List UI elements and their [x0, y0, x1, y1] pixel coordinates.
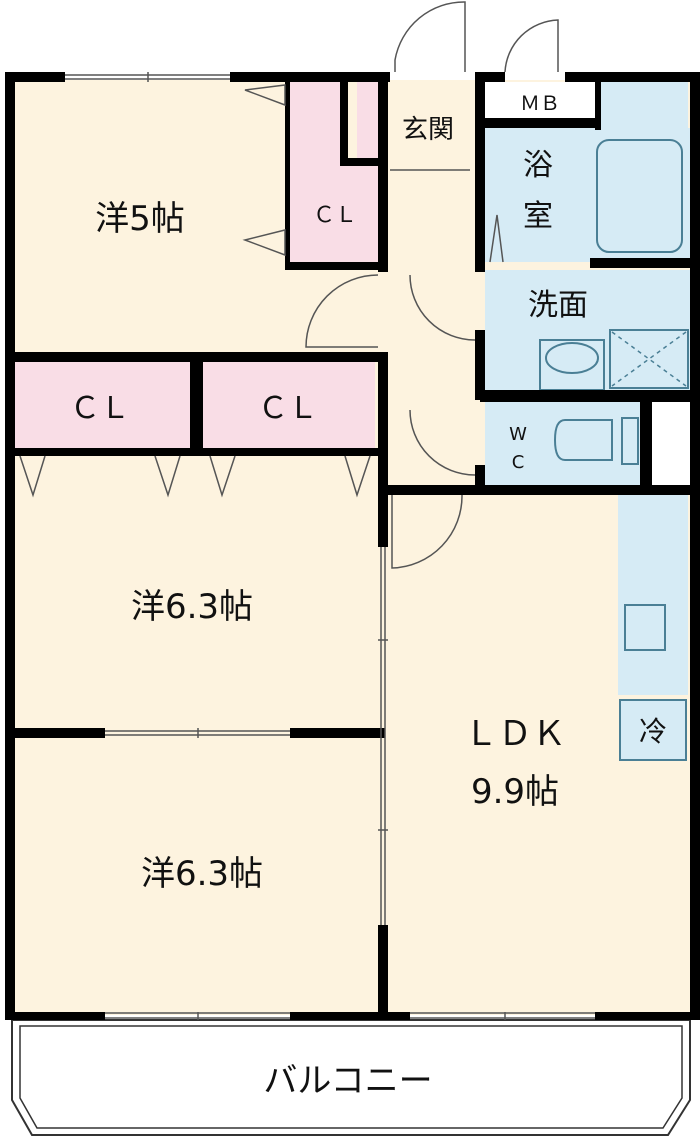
- closet-right: [203, 362, 375, 448]
- closet-top: [288, 82, 380, 264]
- sink: [624, 604, 666, 651]
- room-label-entrance: 玄関: [402, 115, 454, 145]
- room-label-washroom: 洗面: [528, 288, 588, 323]
- meter-box: [485, 82, 595, 118]
- room-label-western-63-upper: 洋6.3帖: [131, 587, 253, 627]
- room-label-bath-2: 室: [523, 199, 553, 234]
- room-size-ldk: 9.9帖: [471, 772, 559, 812]
- room-label-wc-1: W: [509, 424, 527, 445]
- room-label-western-63-lower: 洋6.3帖: [141, 854, 263, 894]
- toilet-bowl: [553, 419, 613, 461]
- fridge-label: 冷: [639, 715, 667, 748]
- room-label-mb: ＭＢ: [520, 91, 560, 115]
- closet-label-right: ＣＬ: [258, 391, 318, 426]
- washbasin: [545, 342, 599, 374]
- closet-left: [15, 362, 190, 448]
- bathtub: [596, 139, 683, 253]
- fridge-space: [619, 699, 687, 761]
- closet-label-top: ＣＬ: [313, 203, 357, 228]
- room-label-western-5: 洋5帖: [95, 199, 185, 239]
- washer-pan: [609, 329, 689, 389]
- balcony-label: バルコニー: [263, 1061, 432, 1101]
- bathroom: [485, 128, 690, 262]
- room-label-ldk: ＬＤＫ: [464, 714, 566, 754]
- closet-label-left: ＣＬ: [70, 391, 130, 426]
- kitchen-counter: [618, 495, 688, 695]
- room-label-wc-2: C: [512, 452, 525, 473]
- toilet: [485, 402, 640, 485]
- room-label-bath-1: 浴: [523, 148, 553, 183]
